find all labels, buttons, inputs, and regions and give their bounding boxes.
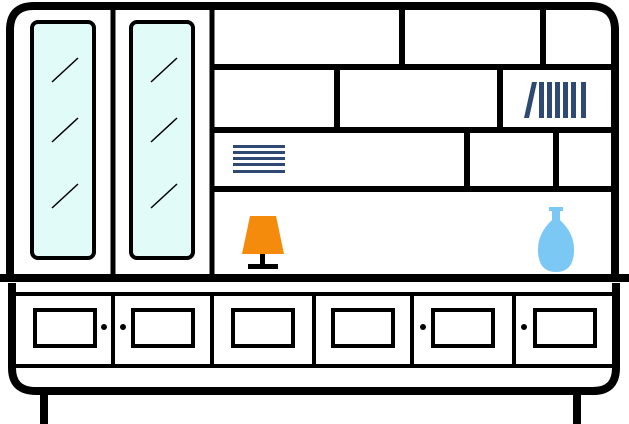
- knobs: [101, 324, 527, 330]
- upper-dividers: [110, 6, 215, 276]
- vase-icon: [537, 207, 575, 272]
- drawer-icon: [431, 308, 495, 348]
- book-stack-icon: [524, 82, 586, 118]
- cabinet-base-outline: [7, 283, 620, 395]
- glass-doors: [30, 20, 195, 260]
- cabinet-upper-outline: [6, 2, 619, 277]
- drawer-icon: [331, 308, 395, 348]
- knob-icon: [420, 324, 426, 330]
- glass-door-icon: [129, 20, 195, 260]
- knob-icon: [101, 324, 107, 330]
- drawers: [33, 308, 597, 348]
- drawer-icon: [33, 308, 97, 348]
- drawer-icon: [231, 308, 295, 348]
- shelf-grid: [212, 6, 615, 192]
- base-divider-lines: [12, 292, 616, 368]
- drawer-icon: [131, 308, 195, 348]
- knob-icon: [120, 324, 126, 330]
- drawer-icon: [533, 308, 597, 348]
- legs: [40, 390, 581, 424]
- folded-cloth-icon: [233, 145, 285, 173]
- glass-door-icon: [30, 20, 96, 260]
- table-lamp-icon: [242, 216, 284, 269]
- knob-icon: [521, 324, 527, 330]
